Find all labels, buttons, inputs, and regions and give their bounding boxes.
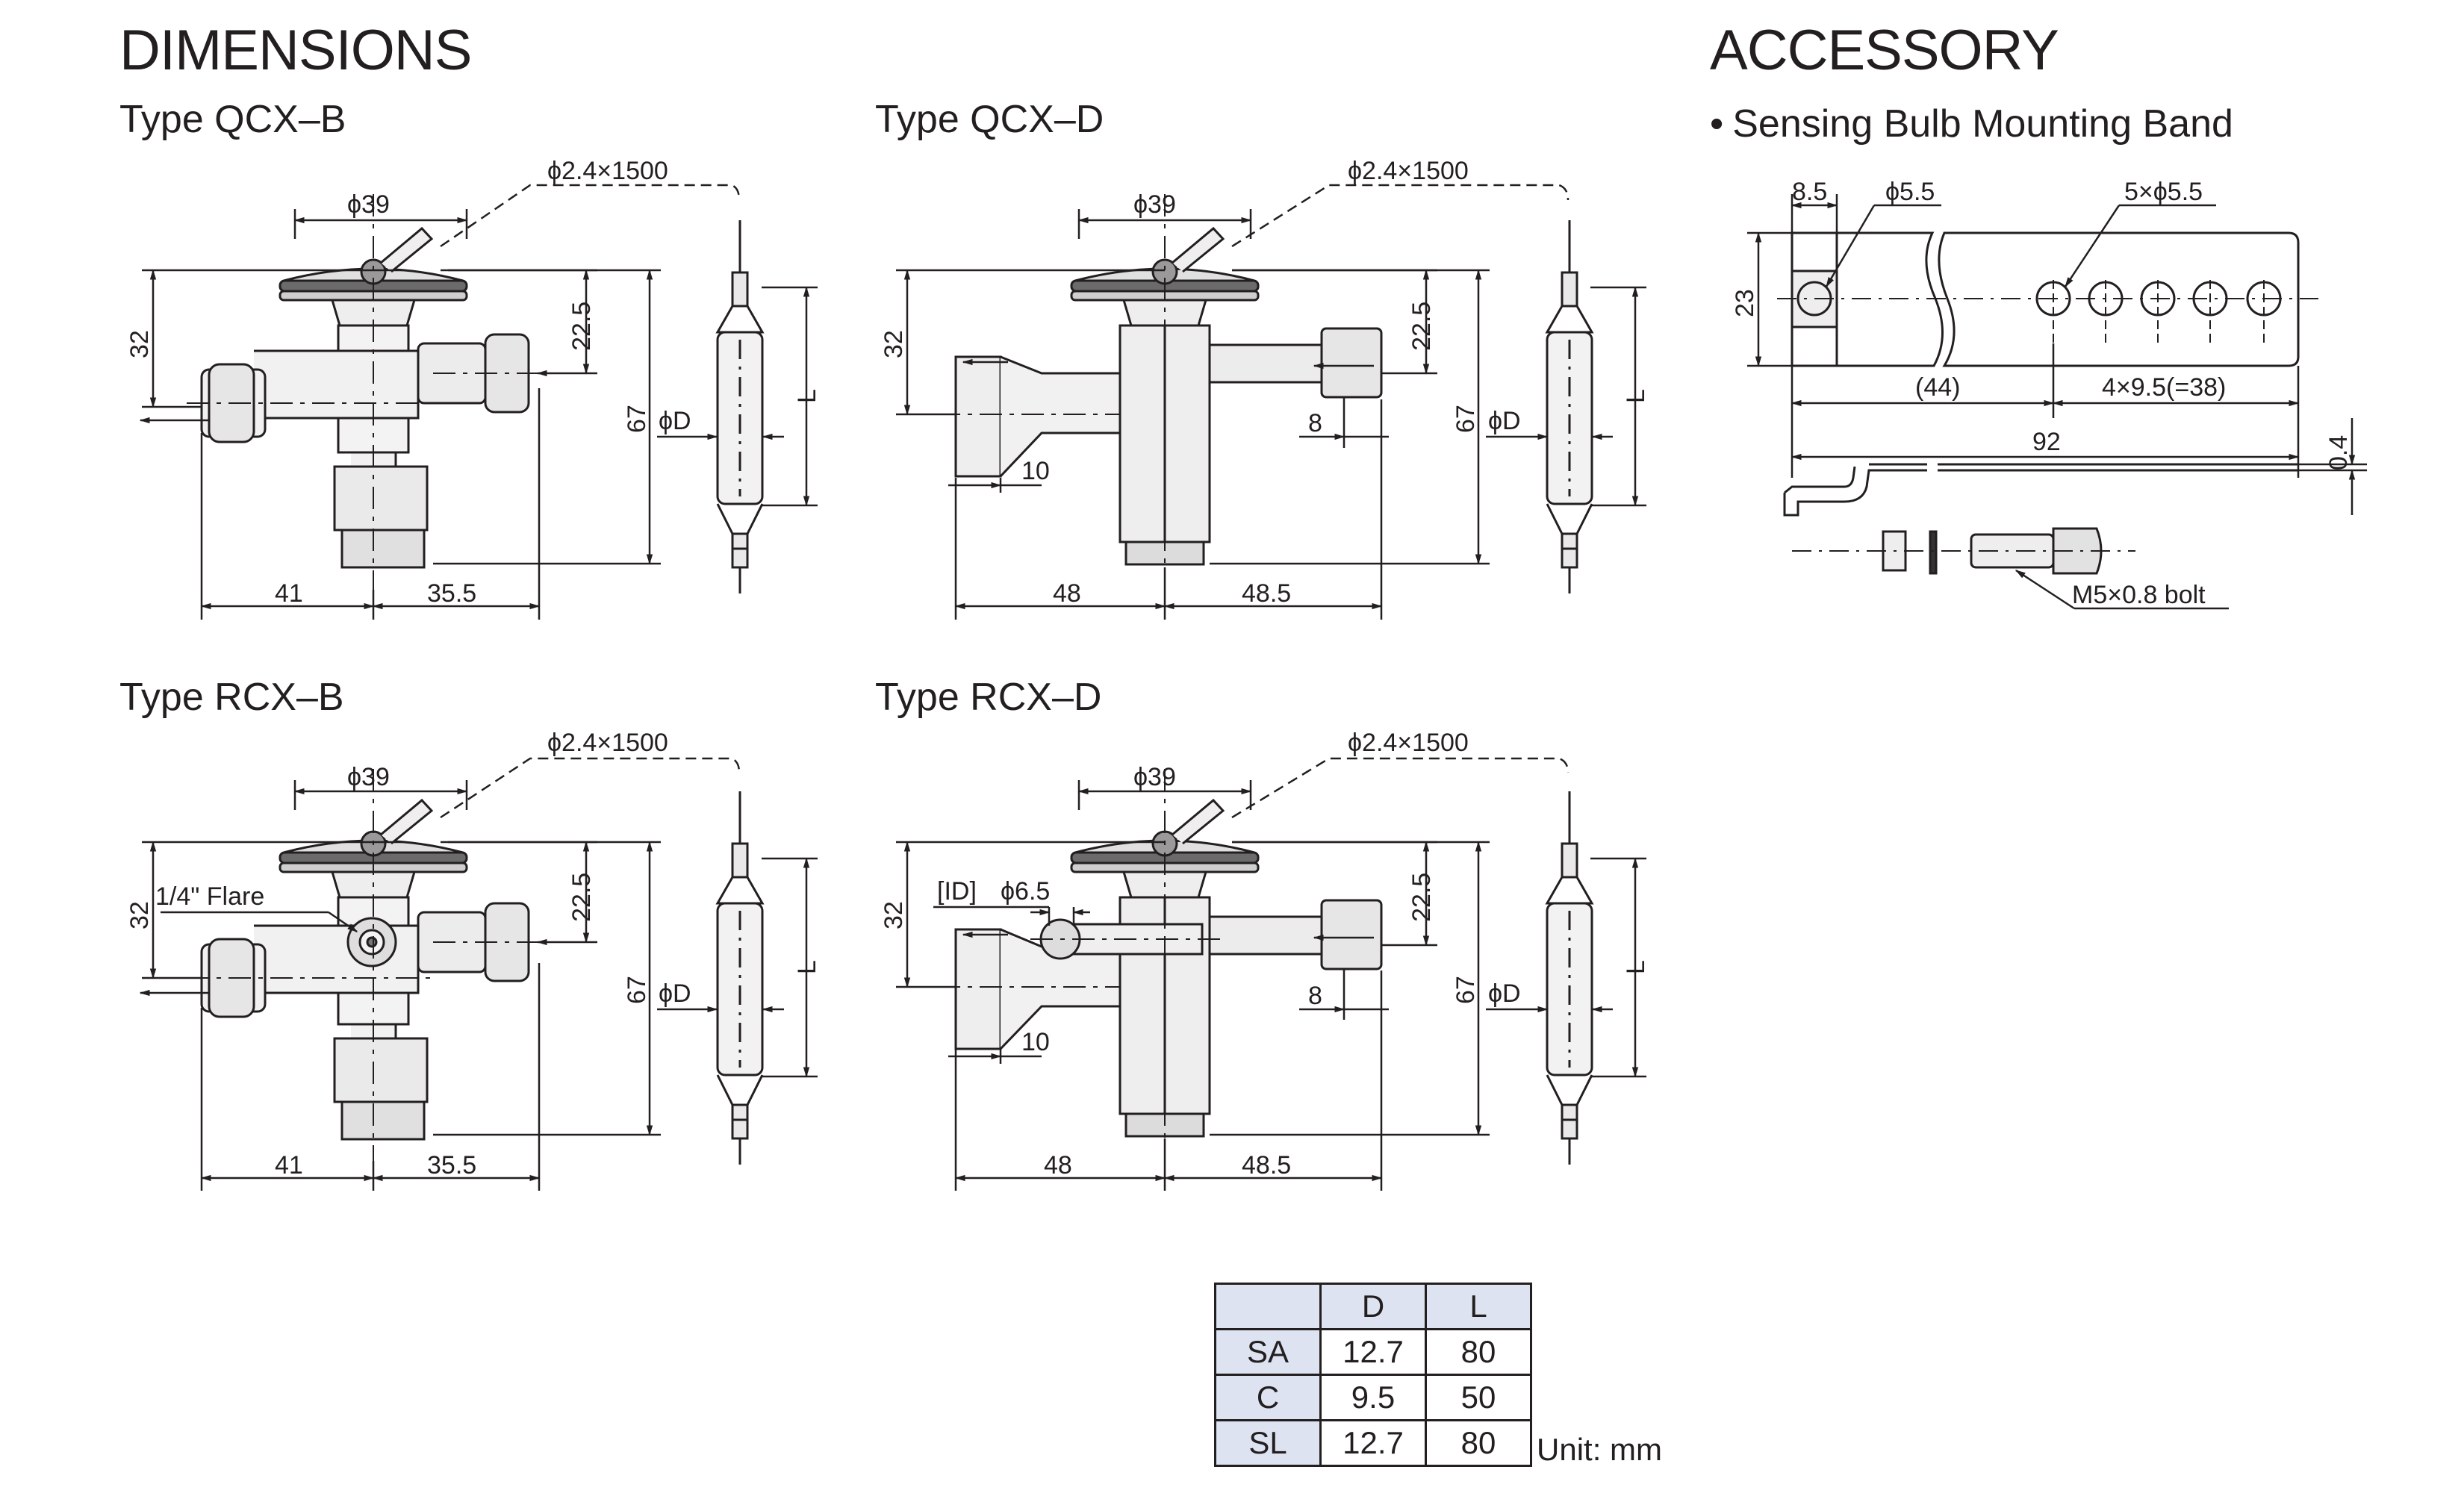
dimension-labels-qcx-b: ϕ39 ϕ2.4×1500 32 22.5 67 ϕD L 41 35.5	[125, 157, 821, 608]
table-cell: C	[1214, 1374, 1322, 1421]
dimensions-rcx-d	[896, 757, 1646, 1191]
qcx-b-h67: 67	[623, 405, 651, 433]
table-row: SL 12.7 80	[1214, 1419, 1532, 1467]
rcx-d-h67: 67	[1452, 976, 1480, 1004]
table-cell: 12.7	[1319, 1328, 1427, 1376]
type-rcx-d-label: Type RCX–D	[875, 676, 1102, 719]
qcx-b-capillary-dim: ϕ2.4×1500	[547, 157, 668, 185]
qcx-d-stub-in: 10	[1021, 457, 1050, 485]
type-qcx-d-label: Type QCX–D	[875, 98, 1104, 141]
qcx-d-w48: 48	[1053, 579, 1081, 608]
table-cell: 9.5	[1319, 1374, 1427, 1421]
dimensions-heading: DIMENSIONS	[119, 19, 472, 82]
valve-qcx-d	[896, 194, 1383, 590]
rcx-b-diaphragm-dim: ϕ39	[347, 763, 390, 791]
qcx-b-bulb-d: ϕD	[659, 407, 691, 435]
qcx-b-h225: 22.5	[567, 302, 596, 351]
table-header-cell: L	[1425, 1283, 1532, 1330]
qcx-d-bulb-l: L	[1622, 389, 1650, 403]
rcx-d-stub-in: 10	[1021, 1028, 1050, 1056]
valve-qcx-b	[187, 194, 575, 590]
accessory-subtitle-text: Sensing Bulb Mounting Band	[1732, 102, 2233, 146]
bulb-size-table: D L SA 12.7 80 C 9.5 50 SL 12.7 80	[1214, 1283, 1532, 1467]
valve-rcx-b	[187, 769, 575, 1161]
rcx-d-equalizer-id: [ID]	[937, 877, 977, 906]
dimensions-qcx-d	[896, 184, 1646, 620]
type-qcx-b-label: Type QCX–B	[119, 98, 346, 141]
table-cell: SA	[1214, 1328, 1322, 1376]
rcx-b-h225: 22.5	[567, 873, 596, 922]
rcx-b-capillary-dim: ϕ2.4×1500	[547, 729, 668, 757]
bulb-qcx-b	[716, 219, 764, 595]
rcx-b-bulb-l: L	[793, 960, 821, 974]
qcx-d-w485: 48.5	[1242, 579, 1291, 608]
dimension-labels-qcx-d: ϕ39 ϕ2.4×1500 32 22.5 67 ϕD L 8 10 48 48…	[880, 157, 1650, 608]
rcx-d-h32: 32	[880, 901, 908, 929]
band-dim-holes: 5×ϕ5.5	[2124, 178, 2203, 206]
valve-rcx-d	[896, 769, 1383, 1161]
type-rcx-b-label: Type RCX–B	[119, 676, 344, 719]
rcx-d-equalizer-dia: ϕ6.5	[1001, 877, 1050, 906]
mounting-band-labels: 8.5 ϕ5.5 5×ϕ5.5 23 (44) 4×9.5(=38) 92 0.…	[1731, 178, 2353, 609]
rcx-d-capillary-dim: ϕ2.4×1500	[1348, 729, 1469, 757]
rcx-d-stub-out: 8	[1308, 982, 1322, 1010]
qcx-b-w355: 35.5	[427, 579, 476, 608]
table-cell: 12.7	[1319, 1419, 1427, 1467]
band-dim-92: 92	[2032, 428, 2061, 456]
bulb-rcx-d	[1546, 790, 1593, 1166]
qcx-d-h67: 67	[1452, 405, 1480, 433]
table-header-cell	[1214, 1283, 1322, 1330]
rcx-b-bulb-d: ϕD	[659, 979, 691, 1008]
accessory-heading: ACCESSORY	[1710, 19, 2059, 82]
bulb-rcx-b	[716, 790, 764, 1166]
table-cell: SL	[1214, 1419, 1322, 1467]
band-dim-hole: ϕ5.5	[1885, 178, 1935, 206]
band-dim-44: (44)	[1915, 373, 1960, 402]
qcx-b-w41: 41	[275, 579, 303, 608]
qcx-d-bulb-d: ϕD	[1488, 407, 1521, 435]
rcx-d-w485: 48.5	[1242, 1151, 1291, 1180]
qcx-d-capillary-dim: ϕ2.4×1500	[1348, 157, 1469, 185]
rcx-b-w41: 41	[275, 1151, 303, 1180]
rcx-b-h67: 67	[623, 976, 651, 1004]
mounting-band-dimensions	[1747, 194, 2367, 610]
table-cell: 80	[1425, 1328, 1532, 1376]
dimensions-qcx-b	[139, 184, 818, 620]
table-header-row: D L	[1214, 1283, 1532, 1330]
rcx-b-equalizer: 1/4" Flare	[155, 882, 264, 911]
rcx-b-w355: 35.5	[427, 1151, 476, 1180]
bulb-qcx-d	[1546, 219, 1593, 595]
qcx-b-h32: 32	[125, 330, 154, 358]
dimension-labels-rcx-b: ϕ39 ϕ2.4×1500 32 1/4" Flare 22.5 67 ϕD L…	[125, 729, 821, 1180]
table-row: C 9.5 50	[1214, 1374, 1532, 1421]
qcx-b-diaphragm-dim: ϕ39	[347, 190, 390, 219]
rcx-d-h225: 22.5	[1407, 873, 1436, 922]
qcx-b-bulb-l: L	[793, 389, 821, 403]
band-dim-height: 23	[1731, 289, 1759, 317]
qcx-d-stub-out: 8	[1308, 409, 1322, 437]
table-cell: 50	[1425, 1374, 1532, 1421]
dimensions-rcx-b	[139, 757, 818, 1191]
qcx-d-h32: 32	[880, 330, 908, 358]
rcx-d-bulb-d: ϕD	[1488, 979, 1521, 1008]
band-dim-thickness: 0.4	[2324, 435, 2353, 470]
rcx-d-diaphragm-dim: ϕ39	[1133, 763, 1176, 791]
rcx-b-h32: 32	[125, 901, 154, 929]
rcx-d-w48: 48	[1044, 1151, 1072, 1180]
dimension-labels-rcx-d: ϕ39 ϕ2.4×1500 32 [ID] ϕ6.5 22.5 67 ϕD L …	[880, 729, 1650, 1180]
table-cell: 80	[1425, 1419, 1532, 1467]
qcx-d-h225: 22.5	[1407, 302, 1436, 351]
table-row: SA 12.7 80	[1214, 1328, 1532, 1376]
unit-note: Unit: mm	[1537, 1432, 1662, 1467]
accessory-subtitle: •Sensing Bulb Mounting Band	[1710, 102, 2233, 146]
mounting-band-drawing	[1777, 231, 2318, 575]
band-bolt-label: M5×0.8 bolt	[2072, 581, 2206, 609]
qcx-d-diaphragm-dim: ϕ39	[1133, 190, 1176, 219]
band-dim-8-5: 8.5	[1792, 178, 1827, 206]
band-dim-pitch: 4×9.5(=38)	[2102, 373, 2226, 402]
rcx-d-bulb-l: L	[1622, 960, 1650, 974]
table-header-cell: D	[1319, 1283, 1427, 1330]
